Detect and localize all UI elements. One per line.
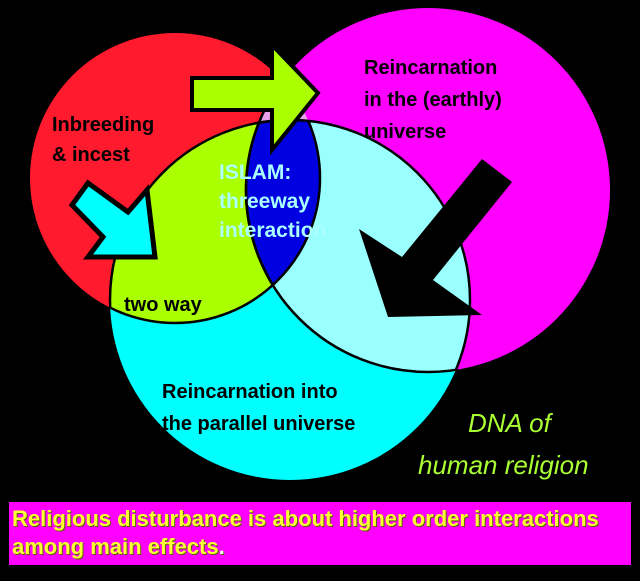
banner-text-end: . xyxy=(218,534,225,559)
green-arrow-icon xyxy=(190,40,321,156)
label-reincarnation-earthly: Reincarnation in the (earthly) universe xyxy=(364,52,502,148)
outline-magenta-in-cyan xyxy=(244,120,470,374)
label-line: ISLAM: xyxy=(219,161,292,184)
intersection-magenta-cyan xyxy=(246,120,470,372)
summary-banner: Religious disturbance is about higher or… xyxy=(9,502,631,565)
label-line: threeway xyxy=(219,190,311,213)
label-line: & incest xyxy=(52,144,130,166)
label-line: the parallel universe xyxy=(162,413,356,435)
outline-red-in-cyan xyxy=(110,120,322,325)
caption-line: human religion xyxy=(418,450,589,480)
label-line: interaction xyxy=(219,219,327,242)
label-line: universe xyxy=(364,121,447,143)
black-arrow-icon xyxy=(359,159,512,317)
venn-svg xyxy=(30,8,610,480)
caption-line: DNA of xyxy=(468,408,551,438)
venn-diagram: Inbreeding & incest Reincarnation in the… xyxy=(30,8,610,486)
cyan-arrow-icon xyxy=(68,179,158,260)
label-inbreeding-incest: Inbreeding & incest xyxy=(52,110,154,170)
label-line: in the (earthly) xyxy=(364,89,502,111)
label-line: Reincarnation into xyxy=(162,381,338,403)
label-islam-threeway: ISLAM: threeway interaction xyxy=(219,158,326,245)
label-reincarnation-parallel: Reincarnation into the parallel universe xyxy=(162,376,355,440)
banner-text-main: Religious disturbance is about higher or… xyxy=(12,506,599,559)
banner-text: Religious disturbance is about higher or… xyxy=(12,505,612,561)
label-line: Reincarnation xyxy=(364,57,498,79)
caption-dna-human-religion: DNA of human religion xyxy=(418,402,589,486)
label-line: Inbreeding xyxy=(52,114,155,136)
label-two-way: two way xyxy=(124,294,202,316)
